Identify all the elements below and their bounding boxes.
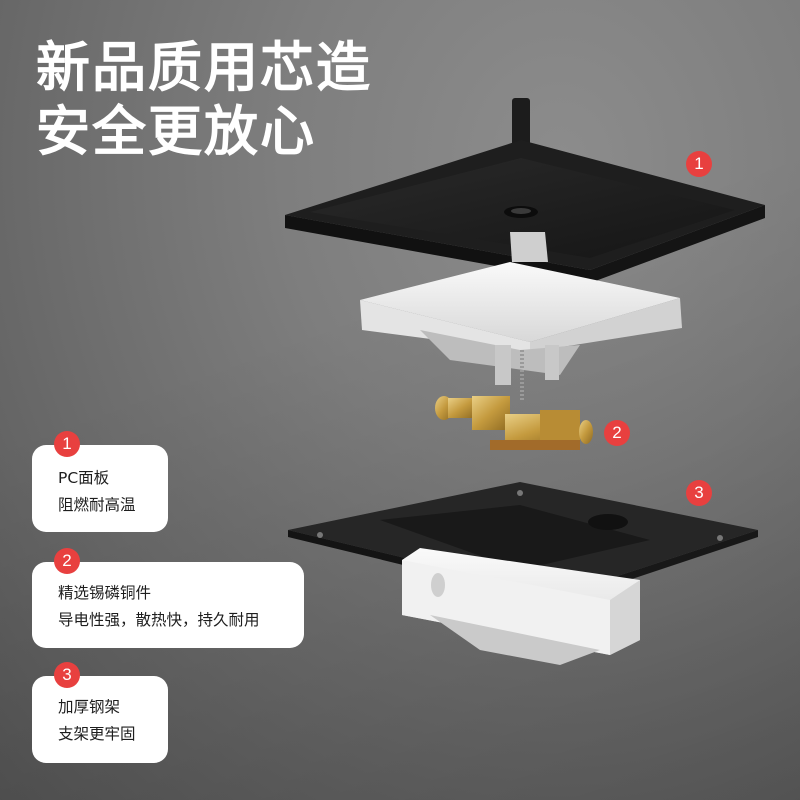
- callout-title-3: 加厚钢架: [58, 698, 121, 716]
- switch-module-icon: [360, 232, 682, 400]
- callout-title-1: PC面板: [58, 469, 110, 487]
- copper-contacts-icon: [435, 396, 593, 450]
- headline-line-2: 安全更放心: [36, 100, 316, 163]
- callout-badge-2: 2: [54, 548, 80, 574]
- callout-card-3: 3 加厚钢架 支架更牢固: [32, 662, 168, 763]
- callout-desc-1: 阻燃耐高温: [58, 496, 136, 514]
- callout-badge-1: 1: [54, 431, 80, 457]
- callout-badge-3: 3: [54, 662, 80, 688]
- callout-card-2: 2 精选锡磷铜件 导电性强，散热快，持久耐用: [32, 548, 304, 648]
- frame-label-badge: 3: [686, 480, 712, 506]
- panel-label-badge: 1: [686, 151, 712, 177]
- callout-title-2: 精选锡磷铜件: [58, 584, 152, 602]
- copper-label-badge: 2: [604, 420, 630, 446]
- headline: 新品质用芯造 安全更放心: [36, 36, 372, 164]
- callout-card-1: 1 PC面板 阻燃耐高温: [32, 431, 168, 532]
- headline-line-1: 新品质用芯造: [36, 36, 372, 99]
- callout-desc-2: 导电性强，散热快，持久耐用: [58, 611, 260, 629]
- callout-desc-3: 支架更牢固: [58, 725, 136, 743]
- socket-body-icon: [402, 548, 640, 665]
